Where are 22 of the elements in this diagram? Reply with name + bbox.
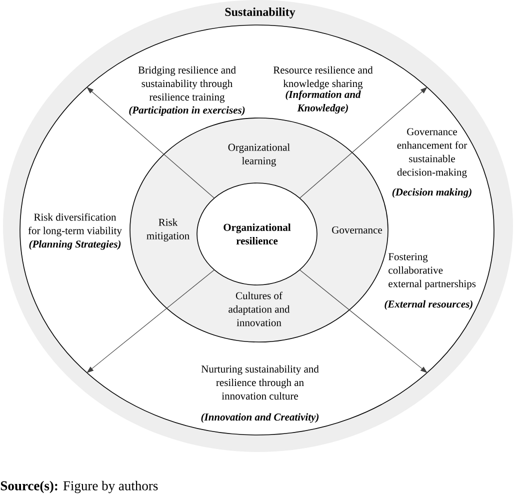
description-text: Fostering collaborative external partnerships [388, 253, 476, 290]
category-label: (Innovation and Creativity) [201, 413, 319, 423]
arrow [300, 270, 428, 373]
ring-label: Risk mitigation [146, 218, 190, 242]
category-label: (External resources) [384, 300, 472, 310]
ring-label: Cultures of adaptation and innovation [228, 292, 290, 326]
description-text: Nurturing sustainability and resilience through an innovation culture [201, 365, 319, 400]
category-label: (Planning Strategies) [29, 240, 121, 250]
description-text: Resource resilience and knowledge sharing [273, 66, 373, 90]
arrow [86, 270, 214, 373]
description-text: Bridging resilience and sustainability through resilience training [138, 66, 236, 103]
category-label: (Decision making) [392, 188, 472, 198]
ring-label: Governance [332, 226, 382, 234]
source-note: Source(s): Figure by authors [0, 480, 158, 494]
description-text: Risk diversification for long-term viability [28, 213, 122, 236]
category-label: (Participation in exercises) [129, 106, 245, 116]
arrow [86, 87, 214, 198]
ring-label: Organizational learning [228, 143, 290, 167]
arrow [300, 87, 428, 198]
band-heading: Sustainability [225, 8, 296, 18]
description-text: Governance enhancement for sustainable decision-making [397, 128, 468, 178]
category-label: (Information and Knowledge) [286, 90, 361, 114]
